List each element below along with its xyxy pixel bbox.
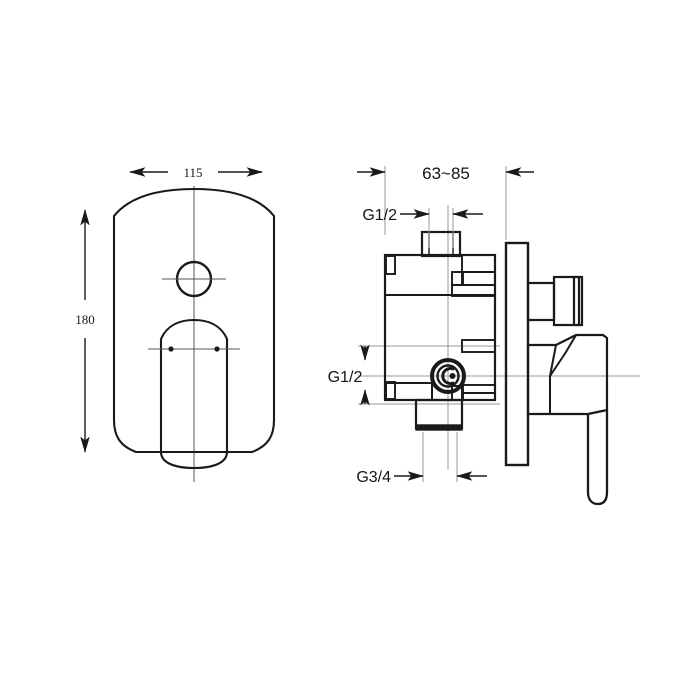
dimension-thread-side-g12: G1/2 — [328, 344, 370, 406]
lever-handle-arm — [586, 410, 609, 506]
dimension-depth-63-85: 63~85 — [357, 164, 534, 240]
escutcheon-faceplate-outline — [112, 187, 276, 454]
lever-pivot-dot-right — [214, 346, 220, 352]
lever-handle-side — [526, 333, 609, 506]
lever-handle-hub — [526, 333, 609, 416]
dimension-thread-top-label: G1/2 — [362, 207, 397, 224]
dimension-thread-bottom-label: G3/4 — [356, 469, 391, 486]
dimension-width-115: 115 — [129, 165, 263, 180]
diverter-knob-side — [526, 275, 584, 327]
circular-port-centre-dot — [449, 373, 456, 379]
dimension-depth-label: 63~85 — [422, 164, 470, 183]
lever-pivot-dot-left — [168, 346, 174, 352]
top-inlet-spigot — [420, 230, 462, 258]
dimension-thread-side-label: G1/2 — [328, 369, 363, 386]
cartridge-band-3 — [451, 284, 496, 297]
diverter-knob-body — [552, 275, 581, 327]
dimension-height-180: 180 — [75, 209, 95, 453]
cartridge-band-4 — [461, 339, 496, 353]
diverter-knob-cap — [572, 275, 584, 327]
circular-port-outer-ring — [430, 358, 466, 394]
circular-port-c-mark — [441, 367, 455, 385]
front-elevation-view: 115 180 — [75, 165, 276, 482]
bottom-outlet-end-face — [415, 424, 463, 431]
valve-body-notch-top-left — [385, 255, 396, 275]
cartridge-band-6 — [461, 392, 496, 401]
lever-handle-facet-line — [549, 334, 577, 377]
dimension-thread-top-g12: G1/2 — [362, 207, 483, 248]
dimension-width-label: 115 — [183, 165, 202, 180]
circular-port-detail — [430, 358, 466, 394]
side-section-view: 63~85 G1/2 G1/2 G3/4 — [328, 164, 640, 506]
dimension-height-label: 180 — [75, 312, 95, 327]
circular-port-inner-ring — [436, 364, 460, 388]
dimension-thread-bottom-g34: G3/4 — [356, 432, 487, 486]
lever-handle-front-outline — [159, 318, 229, 470]
side-inlet-stub — [385, 382, 433, 401]
